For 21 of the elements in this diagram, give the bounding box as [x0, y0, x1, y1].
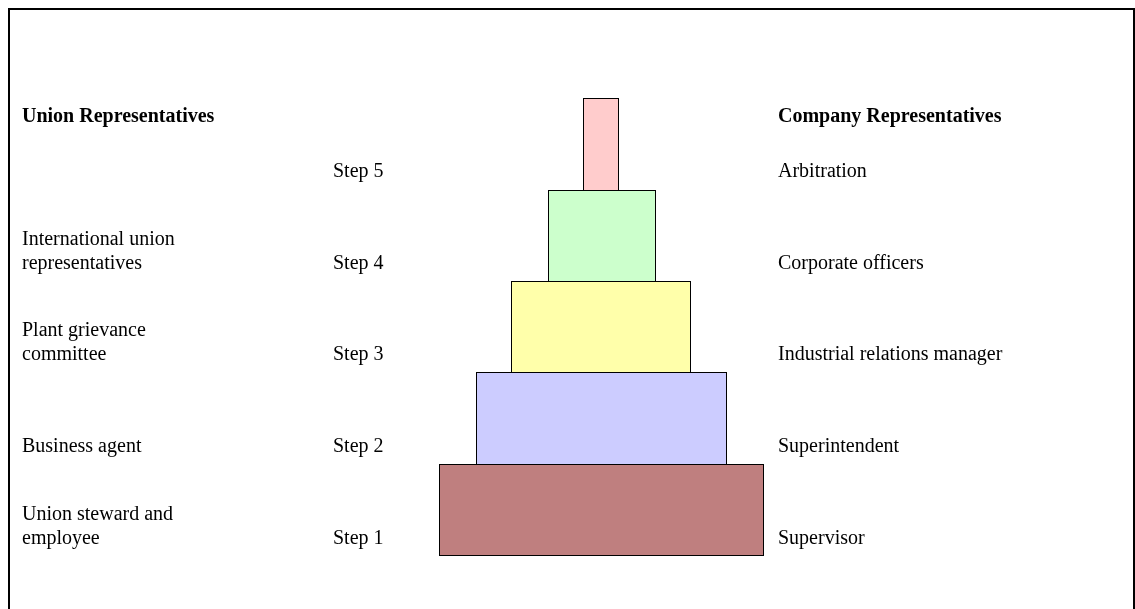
- pyramid-block: [548, 190, 656, 282]
- step-label: Step 5: [333, 158, 384, 182]
- union-representative: Plant grievance committee: [22, 317, 147, 365]
- step-label: Step 1: [333, 525, 384, 549]
- column-heading: Union Representatives: [22, 103, 215, 127]
- company-representative: Superintendent: [778, 433, 900, 457]
- pyramid-block: [476, 372, 727, 465]
- company-representative: Supervisor: [778, 525, 865, 549]
- union-representative: Union steward and employee: [22, 501, 175, 549]
- pyramid-block: [439, 464, 764, 556]
- column-heading: Company Representatives: [778, 103, 1002, 127]
- pyramid-block: [583, 98, 619, 191]
- union-representative: International union representatives: [22, 226, 176, 274]
- pyramid-block: [511, 281, 691, 373]
- company-representative: Arbitration: [778, 158, 867, 182]
- step-label: Step 2: [333, 433, 384, 457]
- company-representative: Industrial relations manager: [778, 341, 1003, 365]
- step-label: Step 3: [333, 341, 384, 365]
- step-label: Step 4: [333, 250, 384, 274]
- company-representative: Corporate officers: [778, 250, 924, 274]
- union-representative: Business agent: [22, 433, 142, 457]
